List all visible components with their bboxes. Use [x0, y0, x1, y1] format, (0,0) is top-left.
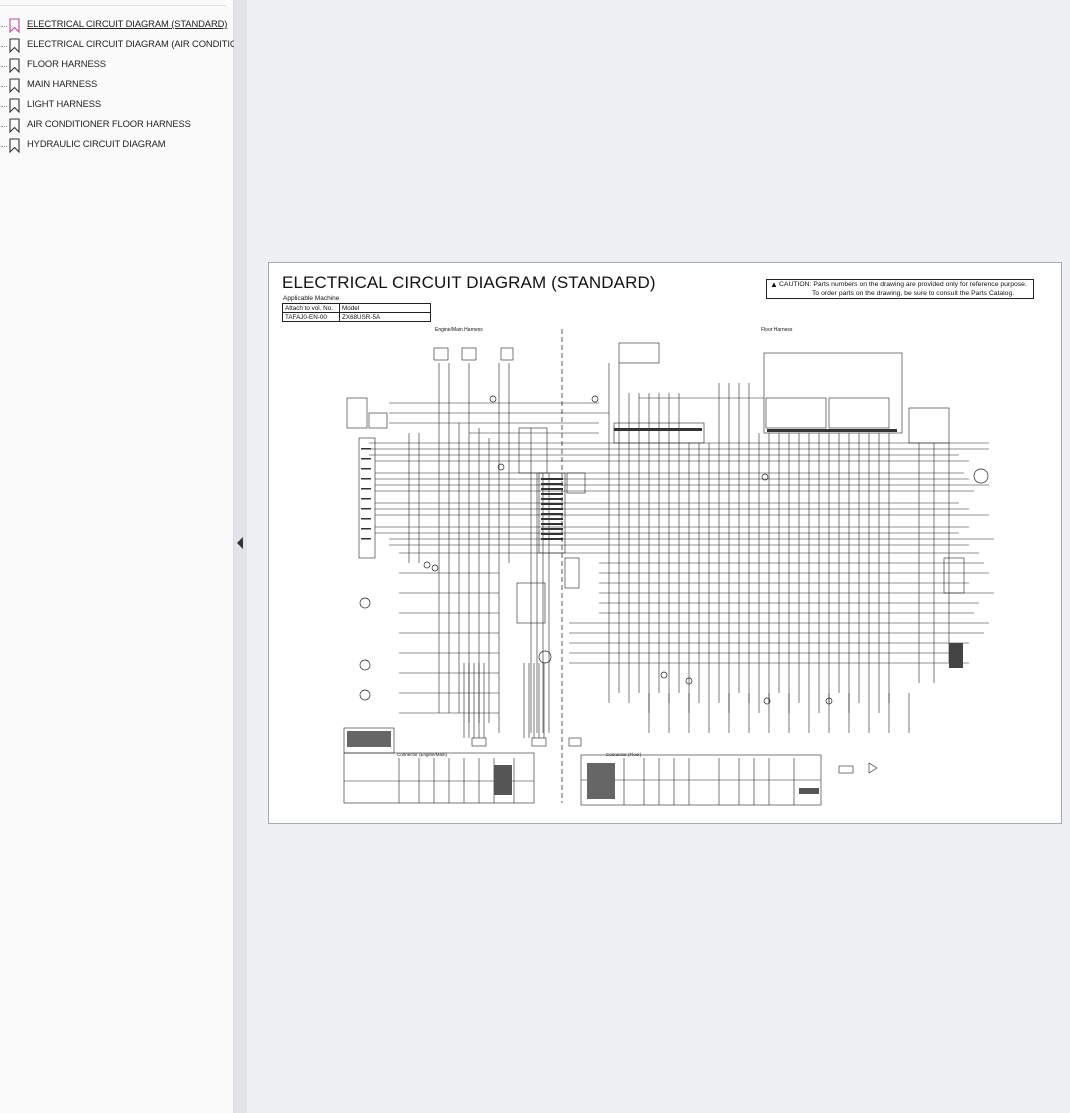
tree-connector: [1, 46, 7, 47]
bookmark-label: ELECTRICAL CIRCUIT DIAGRAM (STANDARD): [27, 18, 228, 29]
bookmark-item[interactable]: ELECTRICAL CIRCUIT DIAGRAM (STANDARD): [0, 16, 233, 36]
ground-symbols: [471, 737, 582, 747]
bookmark-label: FLOOR HARNESS: [27, 58, 106, 69]
bookmark-icon: [9, 98, 20, 113]
panel-splitter[interactable]: [234, 0, 247, 1113]
tree-connector: [1, 86, 7, 87]
bookmark-icon: [9, 38, 20, 53]
collapse-left-icon[interactable]: [236, 536, 244, 550]
caution-line-1: CAUTION: Parts numbers on the drawing ar…: [779, 281, 1027, 288]
bookmark-icon: [9, 118, 20, 133]
tree-connector: [1, 66, 7, 67]
bookmark-label: AIR CONDITIONER FLOOR HARNESS: [27, 118, 191, 129]
connector-label-engine-main: Connector (Engine/Main): [397, 752, 448, 757]
panel-divider: [0, 5, 226, 6]
wiring-lines: [343, 342, 994, 754]
warning-icon: ▲: [770, 280, 778, 289]
bookmark-label: HYDRAULIC CIRCUIT DIAGRAM: [27, 138, 166, 149]
caution-line-2: To order parts on the drawing, be sure t…: [812, 289, 1015, 297]
document-page: ELECTRICAL CIRCUIT DIAGRAM (STANDARD) ▲ …: [268, 262, 1062, 824]
tree-connector: [1, 26, 7, 27]
bookmark-icon: [9, 18, 20, 33]
bookmark-item[interactable]: FLOOR HARNESS: [0, 56, 233, 76]
bookmark-item[interactable]: LIGHT HARNESS: [0, 96, 233, 116]
bookmark-label: LIGHT HARNESS: [27, 98, 102, 109]
tree-connector: [1, 106, 7, 107]
tree-connector: [1, 126, 7, 127]
tree-connector: [1, 146, 7, 147]
applicable-machine-label: Applicable Machine: [283, 295, 340, 302]
connector-legend: [343, 752, 878, 806]
bookmark-icon: [9, 138, 20, 153]
model-value: ZX68USR-5A: [339, 312, 431, 322]
terminal-blocks: [347, 428, 963, 799]
bookmark-item[interactable]: AIR CONDITIONER FLOOR HARNESS: [0, 116, 233, 136]
bookmarks-panel: ELECTRICAL CIRCUIT DIAGRAM (STANDARD) EL…: [0, 0, 260, 1113]
connector-label-floor: Connector (Floor): [606, 752, 642, 757]
caution-box: ▲ CAUTION: Parts numbers on the drawing …: [766, 279, 1034, 299]
bookmark-label: MAIN HARNESS: [27, 78, 98, 89]
bookmark-item[interactable]: HYDRAULIC CIRCUIT DIAGRAM: [0, 136, 233, 156]
bookmark-list: ELECTRICAL CIRCUIT DIAGRAM (STANDARD) EL…: [0, 16, 260, 156]
bookmark-item[interactable]: ELECTRICAL CIRCUIT DIAGRAM (AIR CONDITIO…: [0, 36, 260, 56]
section-label-engine-main: Engine/Main Harness: [435, 327, 483, 333]
bookmark-item[interactable]: MAIN HARNESS: [0, 76, 233, 96]
circuit-diagram: Engine/Main Harness Floor Harness Connec…: [343, 327, 994, 806]
page-title: ELECTRICAL CIRCUIT DIAGRAM (STANDARD): [282, 273, 656, 292]
machine-info-table: Attach to vol. No. Model TAFAJ0-EN-00 ZX…: [282, 303, 431, 322]
bookmark-icon: [9, 58, 20, 73]
section-label-floor: Floor Harness: [761, 327, 793, 333]
component-symbols: [359, 395, 989, 705]
bookmark-icon: [9, 78, 20, 93]
bookmark-label: ELECTRICAL CIRCUIT DIAGRAM (AIR CONDITIO…: [27, 38, 260, 49]
